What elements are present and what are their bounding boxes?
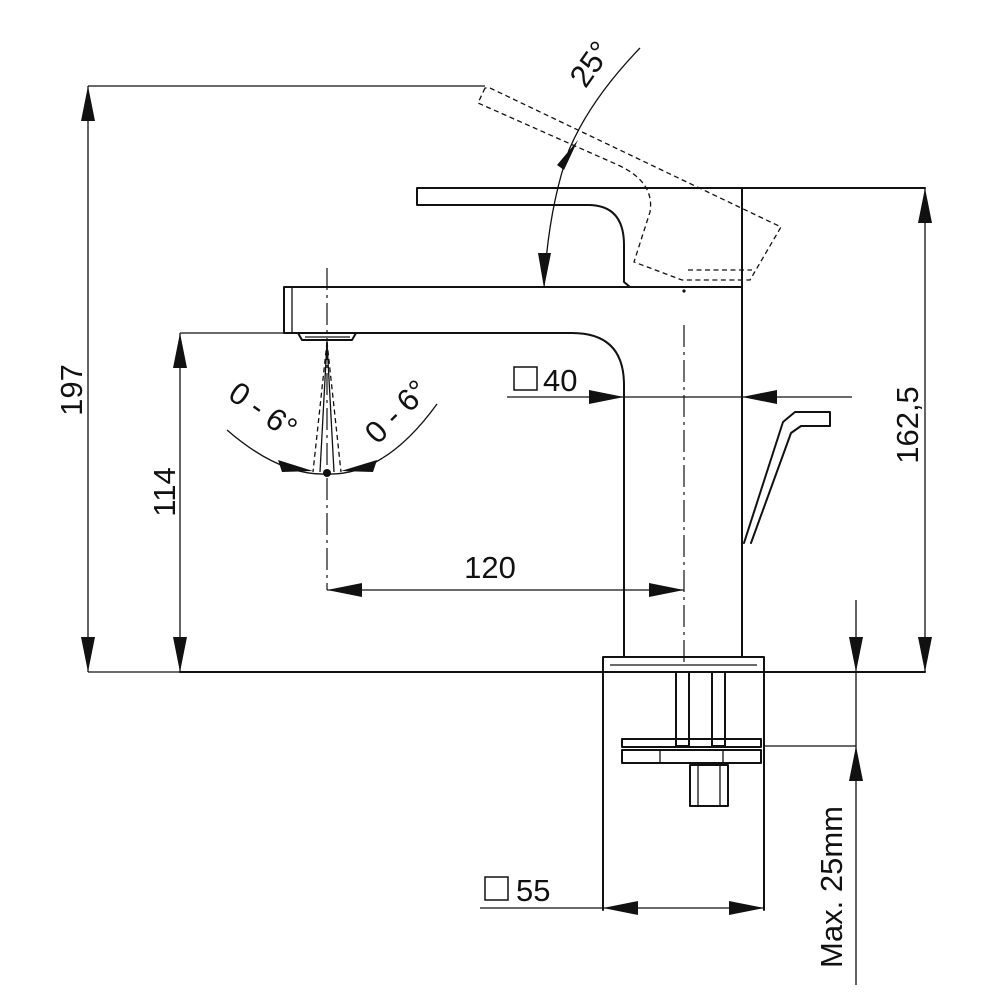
lever-handle [416,187,926,288]
popup-rod [743,411,831,544]
dimension-base-size: 55 [480,873,764,915]
lever-handle-raised [477,87,782,281]
label-max-thickness: Max. 25mm [814,806,849,968]
faucet-body [283,286,765,673]
label-lever-angle: 25° [563,35,619,93]
dimension-height-body: 162,5 [890,188,932,672]
dimension-height-total: 197 [54,85,485,673]
label-body-size: 40 [543,363,577,398]
label-height-total: 197 [54,364,89,416]
label-aerator-angle-right: 0 - 6° [358,373,435,450]
label-height-spout: 114 [147,467,182,516]
square-symbol-icon [484,876,509,901]
dimension-spout-reach: 120 [327,550,684,597]
label-height-body: 162,5 [890,386,925,464]
fixing-assembly [602,671,765,911]
square-symbol-icon [513,366,538,391]
dimension-height-spout: 114 [147,332,297,672]
dimension-max-thickness: Max. 25mm [764,600,863,985]
aerator-swivel [226,341,438,477]
label-base-size: 55 [516,873,550,908]
label-spout-reach: 120 [464,550,516,585]
dimension-body-size: 40 [507,363,852,404]
label-aerator-angle-left: 0 - 6° [222,375,303,446]
